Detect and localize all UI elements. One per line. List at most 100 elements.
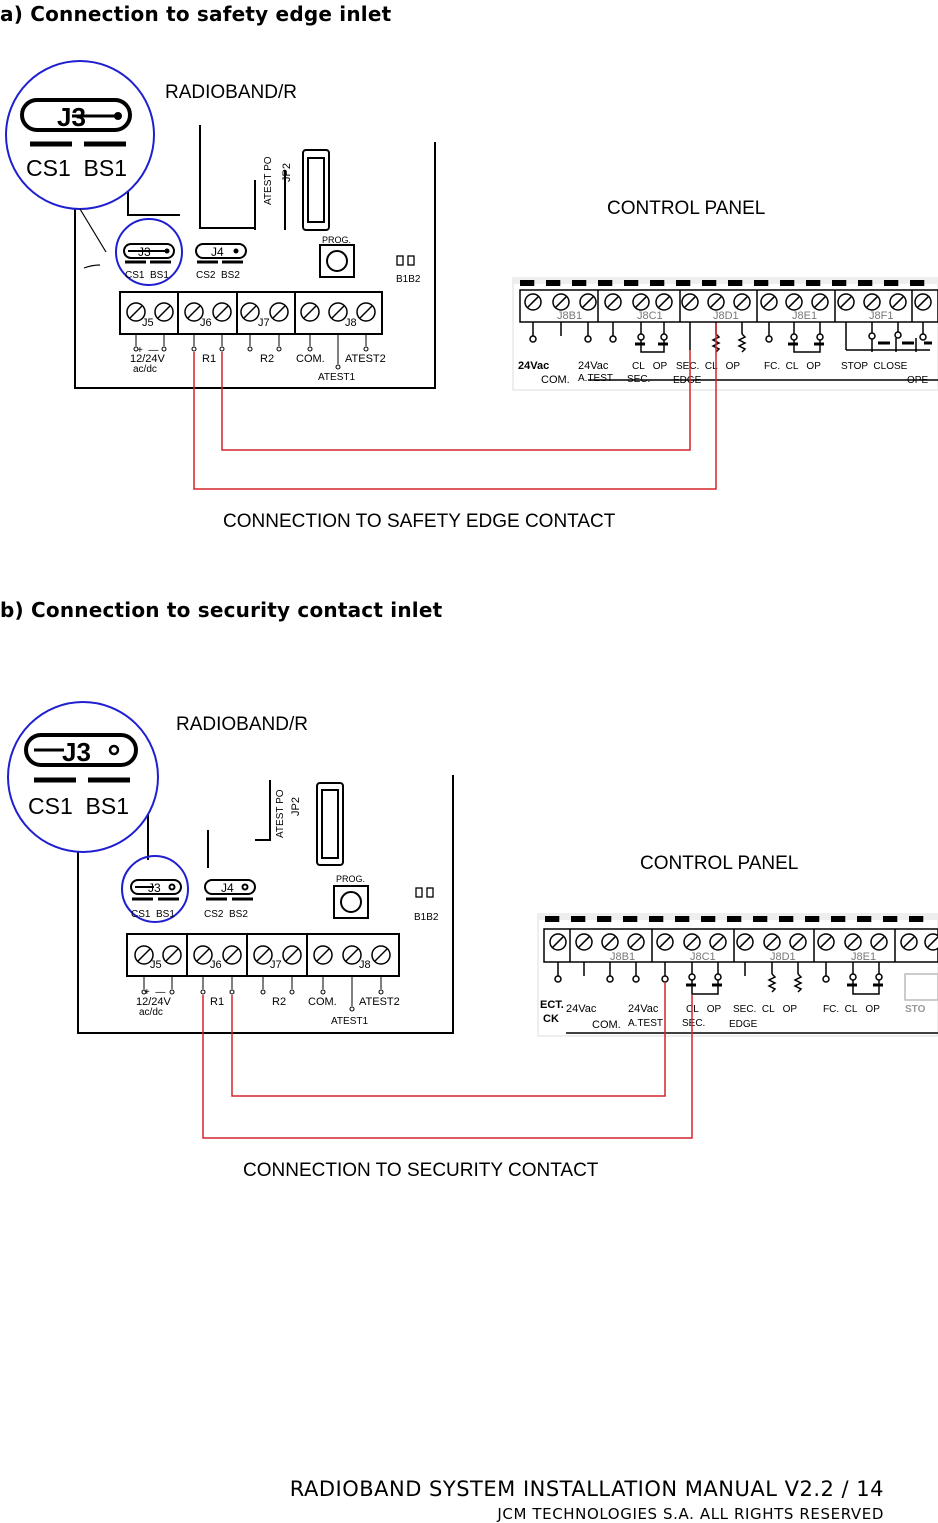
connection-wires-a: [193, 323, 717, 490]
panel-tooth-b: [831, 916, 846, 922]
panel-screw-a-slot: [555, 296, 567, 308]
board-title-b: RADIOBAND/R: [176, 714, 308, 735]
prog-label-b: PROG.: [336, 874, 365, 884]
panel-screw-a-slot: [917, 296, 929, 308]
atest-po-label: ATEST PO: [263, 156, 274, 205]
panel-screw-b-slot: [630, 936, 642, 948]
panel-cl-op-1: CL OP: [632, 361, 668, 372]
board-screw-b-slot: [256, 948, 270, 962]
panel-screw-b-slot: [578, 936, 590, 948]
footer-copyright: JCM TECHNOLOGIES S.A. ALL RIGHTS RESERVE…: [497, 1505, 884, 1523]
panel-fc-cl-op: FC. CL OP: [764, 361, 821, 372]
supply-type-label-b: ac/dc: [139, 1007, 163, 1018]
panel-screw-b-slot: [847, 936, 859, 948]
panel-fc-cl-op-b: FC. CL OP: [823, 1004, 880, 1015]
panel-screw-b-slot: [604, 936, 616, 948]
panel-screw-b-slot: [820, 936, 832, 948]
panel-screw-b-slot: [927, 936, 938, 948]
panel-screw-b-slot: [686, 936, 698, 948]
panel-tooth-a: [520, 280, 535, 286]
board-screw-a-slot: [272, 305, 286, 319]
board-screw-b-slot: [225, 948, 239, 962]
panel-screw-b: [924, 933, 938, 951]
board-screw-b-slot: [137, 948, 151, 962]
panel-block-j8b1-b: J8B1: [610, 951, 635, 963]
panel-edge-b: EDGE: [729, 1019, 758, 1030]
board-screw-b-slot: [316, 948, 330, 962]
terminal-j8: J8: [345, 317, 357, 329]
panel-screw-a-slot: [635, 296, 647, 308]
j3-pins-label-b: CS1 BS1: [131, 909, 175, 920]
panel-tooth-b: [571, 916, 586, 922]
panel-screw-a-slot: [527, 296, 539, 308]
panel-tooth-b: [649, 916, 664, 922]
control-panel-b: [537, 913, 938, 1037]
panel-sec-cl-op-b: SEC. CL OP: [733, 1004, 797, 1015]
zoom-jumper-label: J3: [57, 102, 86, 132]
panel-screw-a-slot: [892, 296, 904, 308]
connection-wires-b: [202, 982, 693, 1139]
panel-block-j8d1: J8D1: [713, 310, 739, 322]
panel-tooth-a: [624, 280, 639, 286]
panel-tooth-a: [650, 280, 665, 286]
j3-pins-label: CS1 BS1: [125, 270, 169, 281]
jumper-j3-label-b: J3: [148, 881, 161, 895]
b1b2-label: B1B2: [396, 274, 421, 285]
r2-label: R2: [260, 353, 274, 365]
panel-screw-a-slot: [658, 296, 670, 308]
panel-tooth-a: [728, 280, 743, 286]
supply-sign-label: + —: [137, 345, 158, 356]
panel-ect: ECT.: [540, 999, 564, 1011]
panel-tooth-a: [572, 280, 587, 286]
jp2-label: JP2: [281, 163, 293, 182]
panel-com: COM.: [541, 374, 570, 386]
board-screw-b-slot: [285, 948, 299, 962]
zoom-jumper-label-b: J3: [62, 737, 91, 767]
panel-24vac-b-b: 24Vac: [628, 1003, 659, 1015]
com-label: COM.: [296, 353, 325, 365]
panel-com-b: COM.: [592, 1019, 621, 1031]
com-label-b: COM.: [308, 996, 337, 1008]
panel-screw-a-slot: [814, 296, 826, 308]
diagram-a: J3 CS1 BS1 RADIOBAND/R J3 J4 CS1 BS1 CS2…: [5, 60, 938, 532]
board-screw-a-slot: [129, 305, 143, 319]
panel-screw-b-slot: [739, 936, 751, 948]
atest2-label: ATEST2: [345, 353, 386, 365]
panel-24vac-b: 24Vac: [578, 360, 609, 372]
panel-screw-a-slot: [840, 296, 852, 308]
panel-tooth-b: [597, 916, 612, 922]
board-screw-b-slot: [374, 948, 388, 962]
r2-label-b: R2: [272, 996, 286, 1008]
panel-stop-close: STOP CLOSE: [841, 361, 908, 372]
panel-cl-op-1-b: CL OP: [686, 1004, 722, 1015]
panel-screw-b-slot: [712, 936, 724, 948]
atest1-label: ATEST1: [318, 372, 355, 383]
board-screw-a-slot: [215, 305, 229, 319]
panel-tooth-a: [832, 280, 847, 286]
zoom-circle-b: [7, 701, 159, 853]
jumper-j4-label-b: J4: [221, 881, 234, 895]
zoom-circle-a: [5, 60, 155, 210]
board-screw-a-slot: [359, 305, 373, 319]
panel-atest-b: A.TEST: [628, 1018, 663, 1029]
r1-label: R1: [202, 353, 216, 365]
panel-screw-b-slot: [792, 936, 804, 948]
panel-title-b: CONTROL PANEL: [640, 853, 798, 874]
panel-tooth-a: [546, 280, 561, 286]
panel-block-j8f1: J8F1: [869, 310, 893, 322]
zoom-pins-label: CS1 BS1: [26, 155, 127, 181]
panel-tooth-a: [676, 280, 691, 286]
board-title-a: RADIOBAND/R: [165, 82, 297, 103]
panel-tooth-a: [598, 280, 613, 286]
footer-title: RADIOBAND SYSTEM INSTALLATION MANUAL V2.…: [289, 1477, 884, 1501]
panel-tooth-b: [883, 916, 898, 922]
panel-ope: OPE: [907, 375, 928, 386]
panel-tooth-b: [545, 916, 560, 922]
panel-tooth-a: [754, 280, 769, 286]
panel-tooth-b: [675, 916, 690, 922]
panel-sec: SEC.: [627, 374, 650, 385]
board-screw-a-slot: [243, 305, 257, 319]
panel-tooth-a: [702, 280, 717, 286]
terminal-j6-b: J6: [210, 959, 222, 971]
connection-label-a: CONNECTION TO SAFETY EDGE CONTACT: [223, 511, 616, 532]
